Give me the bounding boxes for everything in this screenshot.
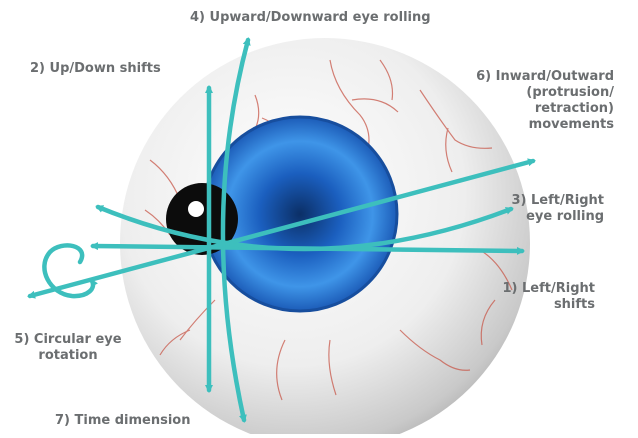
label-inward-outward-line-4: movements	[470, 117, 614, 133]
label-circular-rotation-line-1: 5) Circular eye	[2, 332, 134, 348]
label-inward-outward-line-3: retraction)	[470, 101, 614, 117]
label-inward-outward-line-2: (protrusion/	[470, 85, 614, 101]
label-left-right-shifts-line-1: 1) Left/Right	[495, 281, 595, 297]
label-left-right-shifts: 1) Left/Right shifts	[495, 281, 595, 313]
label-circular-rotation-line-2: rotation	[2, 348, 134, 364]
circular-rotation-arrow	[44, 245, 93, 296]
label-up-down-shifts: 2) Up/Down shifts	[30, 61, 161, 77]
label-inward-outward-line-1: 6) Inward/Outward	[470, 69, 614, 85]
label-left-right-rolling: 3) Left/Right eye rolling	[500, 193, 604, 225]
pupil-highlight	[188, 201, 204, 217]
label-circular-rotation: 5) Circular eye rotation	[2, 332, 134, 364]
label-upward-downward-rolling: 4) Upward/Downward eye rolling	[190, 10, 431, 26]
label-left-right-shifts-line-2: shifts	[495, 297, 595, 313]
label-inward-outward: 6) Inward/Outward (protrusion/ retractio…	[470, 69, 614, 133]
label-left-right-rolling-line-1: 3) Left/Right	[500, 193, 604, 209]
label-left-right-rolling-line-2: eye rolling	[500, 209, 604, 225]
label-time-dimension: 7) Time dimension	[55, 413, 190, 429]
